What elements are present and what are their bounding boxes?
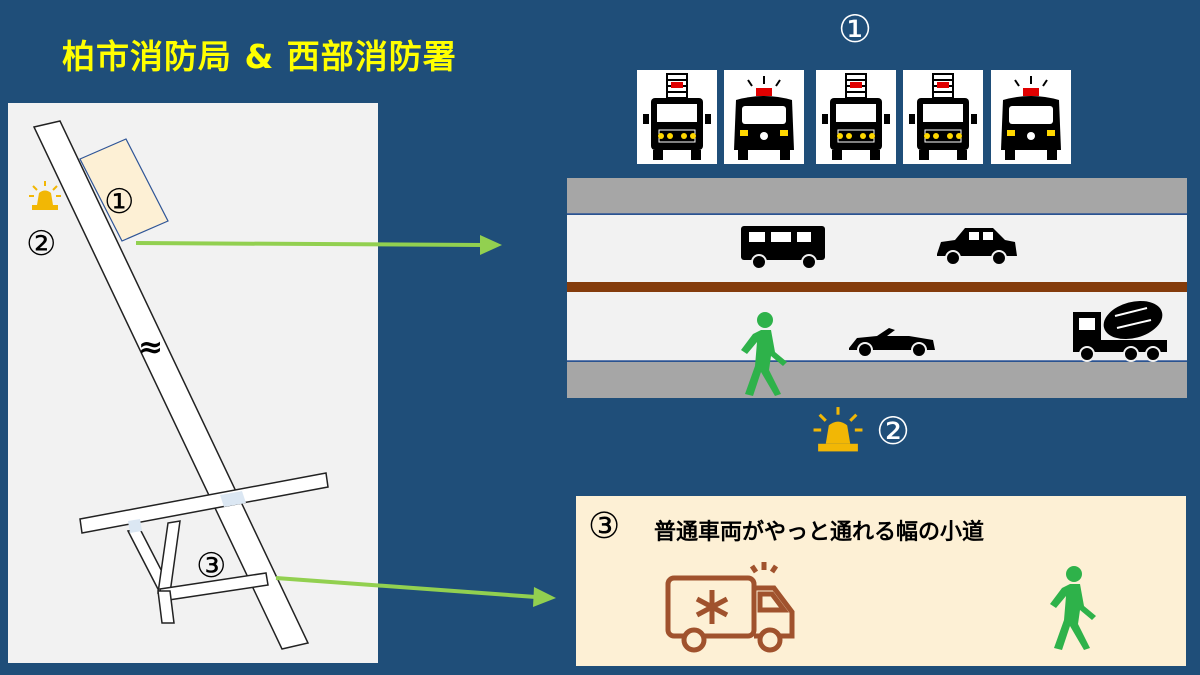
narrow-lane-number: ③ [588, 506, 621, 547]
pedestrian-icon [1050, 566, 1096, 650]
ladder-fire-truck-icon [909, 73, 977, 160]
main-road [32, 120, 310, 650]
page-title: 柏市消防局 & 西部消防署 [62, 37, 457, 76]
vehicle-card [991, 70, 1071, 164]
cross-road [79, 472, 329, 534]
vehicle-card [637, 70, 717, 164]
road-break-symbol: ≈ [138, 330, 164, 365]
sidewalk-bottom [567, 362, 1187, 398]
warning-lamp-icon [29, 181, 61, 210]
lane-upper [567, 215, 1187, 282]
small-lane-d [157, 590, 175, 624]
ambulance-front-icon [1001, 76, 1061, 160]
car-icon [937, 228, 1017, 266]
map-roads [32, 120, 329, 650]
ambulance-front-icon [734, 76, 794, 160]
arrow-to-lane-head [533, 587, 556, 607]
map-label-3: ③ [196, 546, 227, 586]
road-label-2: ② [876, 409, 911, 453]
pedestrian-icon [741, 312, 787, 396]
ladder-fire-truck-icon [643, 73, 711, 160]
narrow-lane-caption: 普通車両がやっと通れる幅の小道 [654, 520, 985, 545]
cement-mixer-truck-icon [1073, 300, 1167, 362]
ladder-fire-truck-icon [822, 73, 890, 160]
fire-station-building [79, 138, 169, 242]
road-label-1: ① [838, 7, 873, 51]
map-label-1: ① [104, 182, 135, 222]
sidewalk-top [567, 178, 1187, 214]
road-cross-section [567, 178, 1187, 398]
map-panel: ① ② ③ ≈ [8, 103, 378, 663]
arrow-to-lane-shaft [275, 576, 537, 599]
ambulance-side-icon [665, 562, 795, 653]
camper-van-icon [741, 226, 825, 270]
arrow-to-road-head [480, 235, 502, 255]
intersection-mark-small [128, 519, 142, 533]
arrow-to-road-shaft [135, 241, 483, 247]
vehicle-card [724, 70, 804, 164]
vehicle-card [903, 70, 983, 164]
convertible-car-icon [849, 328, 935, 358]
narrow-lane-panel: ③ 普通車両がやっと通れる幅の小道 [576, 496, 1186, 666]
road-svg [567, 178, 1187, 398]
intersection-mark [220, 491, 246, 507]
center-divider [567, 282, 1187, 292]
warning-lamp-icon [813, 407, 863, 452]
vehicle-card [816, 70, 896, 164]
map-label-2: ② [26, 224, 57, 264]
